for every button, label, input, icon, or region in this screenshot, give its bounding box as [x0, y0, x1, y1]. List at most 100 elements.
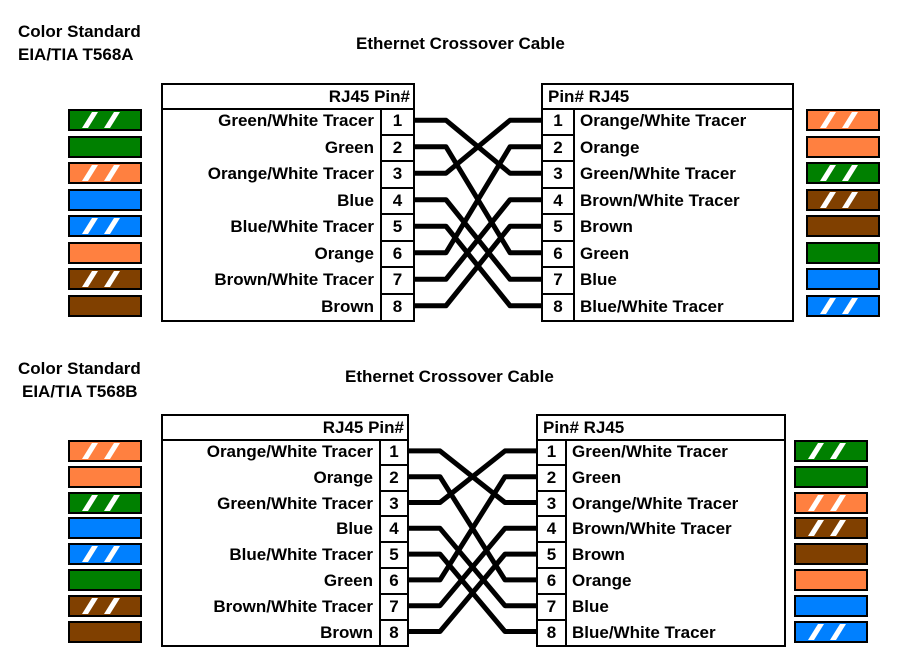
pin-number: 5	[392, 217, 403, 236]
row-divider	[543, 160, 575, 162]
pin-number: 2	[546, 467, 557, 487]
tracer-stripes	[820, 191, 858, 208]
right-color-swatch	[806, 241, 880, 264]
wire-name: Orange/White Tracer	[572, 493, 739, 513]
standard-label-line2: EIA/TIA T568A	[18, 45, 134, 64]
pin-number: 3	[392, 164, 403, 183]
left-color-swatch	[68, 517, 142, 540]
pin-number: 1	[553, 111, 563, 130]
row-divider	[543, 186, 575, 189]
pin-number: 6	[389, 571, 399, 590]
wire-name: Orange	[572, 571, 632, 590]
pin-number: 6	[546, 571, 557, 590]
pin-row: Blue/White Tracer 5	[163, 214, 413, 242]
tracer-stripes	[82, 112, 120, 129]
row-divider	[379, 541, 407, 544]
tracer-stripe	[82, 271, 98, 288]
pin-number: 8	[546, 622, 557, 642]
row-divider	[380, 133, 413, 136]
tracer-stripe	[82, 494, 98, 511]
right-color-swatch	[794, 517, 868, 540]
tracer-stripes	[808, 520, 846, 537]
tracer-stripe	[82, 597, 98, 614]
right-table-header: Pin# RJ45	[538, 416, 784, 441]
wire-name: Blue	[336, 519, 373, 539]
pin-number: 7	[546, 596, 557, 616]
row-divider	[543, 239, 575, 242]
row-divider	[379, 566, 407, 569]
pin-number: 1	[392, 111, 403, 130]
wire-6-to-2	[414, 144, 542, 256]
wire-name: Blue/White Tracer	[580, 296, 724, 316]
standard-label-line2: EIA/TIA T568B	[22, 382, 138, 401]
left-color-swatch	[68, 439, 142, 462]
tracer-stripes	[820, 112, 858, 129]
wire-name: Brown	[320, 622, 373, 642]
tracer-stripe	[842, 297, 858, 314]
right-color-swatch	[806, 109, 880, 132]
wire-name: Blue/White Tracer	[230, 217, 374, 236]
pin-number: 4	[546, 519, 557, 539]
wire-name: Blue/White Tracer	[229, 545, 373, 565]
tracer-stripe	[820, 165, 836, 182]
right-color-swatch	[806, 162, 880, 185]
left-color-swatch	[68, 162, 142, 185]
left-color-swatch	[68, 491, 142, 514]
tracer-stripe	[104, 218, 120, 235]
tracer-stripe	[830, 442, 846, 459]
tracer-stripes	[82, 442, 120, 459]
left-table-header: RJ45 Pin#	[163, 416, 407, 441]
pin-number: 3	[546, 493, 557, 513]
tracer-stripe	[82, 112, 98, 129]
row-divider	[379, 489, 407, 492]
wire-name: Green/White Tracer	[218, 111, 374, 130]
right-color-swatch	[794, 620, 868, 643]
pin-number: 6	[553, 243, 563, 263]
pin-number: 5	[389, 545, 399, 565]
wire-name: Blue	[337, 190, 374, 210]
pin-number: 7	[392, 270, 403, 289]
wire-name: Green/White Tracer	[572, 442, 728, 461]
left-color-swatch	[68, 568, 142, 591]
left-color-swatch	[68, 268, 142, 291]
right-color-swatch	[794, 543, 868, 566]
left-color-swatch	[68, 543, 142, 566]
left-color-swatch	[68, 188, 142, 211]
tracer-stripe	[104, 271, 120, 288]
wire-name: Green/White Tracer	[217, 493, 373, 513]
row-divider	[379, 592, 407, 595]
row-divider	[543, 213, 575, 215]
tracer-stripe	[820, 191, 836, 208]
left-color-swatch	[68, 241, 142, 264]
wire-name: Brown/White Tracer	[580, 190, 740, 210]
tracer-stripes	[82, 165, 120, 182]
row-divider	[380, 213, 413, 215]
tracer-stripes	[82, 271, 120, 288]
tracer-stripes	[82, 597, 120, 614]
row-divider	[538, 566, 567, 569]
tracer-stripe	[808, 442, 824, 459]
wire-3-to-1	[414, 117, 542, 176]
tracer-stripe	[820, 112, 836, 129]
wire-name: Brown/White Tracer	[213, 596, 373, 616]
pin-number: 3	[553, 164, 563, 183]
pin-number: 2	[389, 467, 399, 487]
pin-number: 8	[392, 296, 403, 316]
